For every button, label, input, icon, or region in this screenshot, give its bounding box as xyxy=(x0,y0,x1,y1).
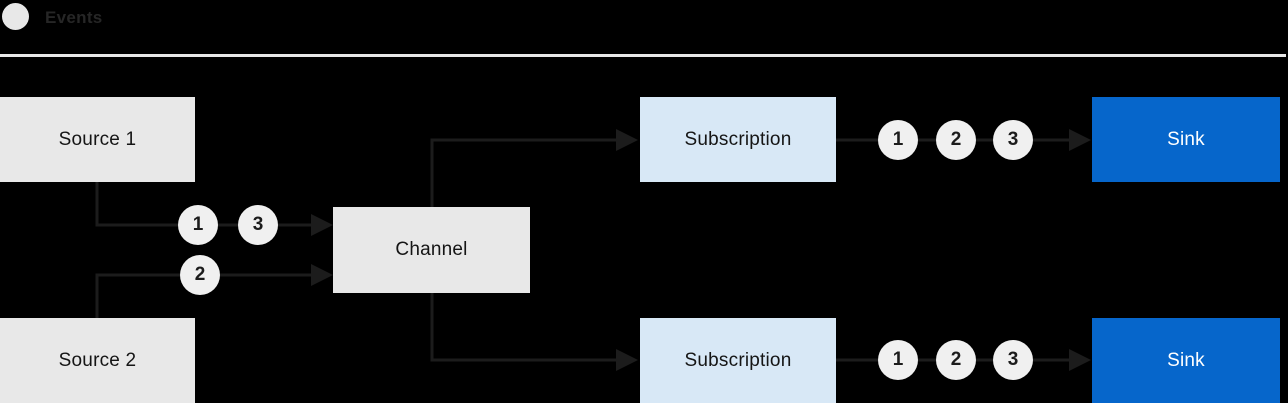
subscription1-node: Subscription xyxy=(640,97,836,182)
arrowhead-subscription2-to-sink2 xyxy=(1069,349,1091,371)
channel-node: Channel xyxy=(333,207,530,293)
event-legend-label: Events xyxy=(45,8,103,27)
event-badge: 1 xyxy=(178,205,218,245)
arrowhead-source1-to-channel xyxy=(311,214,333,236)
event-badge: 2 xyxy=(936,120,976,160)
arrowhead-channel-to-subscription2 xyxy=(616,349,638,371)
connector-channel-to-subscription2 xyxy=(430,293,638,371)
connector-source2-to-channel xyxy=(95,264,333,318)
sink1-label: Sink xyxy=(1167,128,1205,150)
connector-source2-to-channel-line xyxy=(95,273,313,318)
sink1-node: Sink xyxy=(1092,97,1280,182)
arrowhead-source2-to-channel xyxy=(311,264,333,286)
arrowhead-subscription1-to-sink1 xyxy=(1069,129,1091,151)
legend-divider xyxy=(0,54,1286,57)
event-badge: 2 xyxy=(180,255,220,295)
source2-node: Source 2 xyxy=(0,318,195,403)
connector-channel-to-subscription1 xyxy=(430,129,638,207)
event-badge: 3 xyxy=(238,205,278,245)
event-legend-icon xyxy=(2,3,29,30)
arrowhead-channel-to-subscription1 xyxy=(616,129,638,151)
sink2-node: Sink xyxy=(1092,318,1280,403)
event-badge: 3 xyxy=(993,340,1033,380)
channel-label: Channel xyxy=(395,239,468,260)
source1-label: Source 1 xyxy=(58,128,137,150)
source1-node: Source 1 xyxy=(0,97,195,182)
source2-label: Source 2 xyxy=(58,349,137,371)
connector-channel-to-subscription2-line xyxy=(430,293,618,362)
subscription2-label: Subscription xyxy=(684,349,792,371)
sink2-label: Sink xyxy=(1167,349,1205,371)
event-badge: 1 xyxy=(878,120,918,160)
subscription1-label: Subscription xyxy=(684,128,792,150)
event-badge: 3 xyxy=(993,120,1033,160)
subscription2-node: Subscription xyxy=(640,318,836,403)
connector-channel-to-subscription1-line xyxy=(430,138,618,207)
event-badge: 2 xyxy=(936,340,976,380)
event-badge: 1 xyxy=(878,340,918,380)
